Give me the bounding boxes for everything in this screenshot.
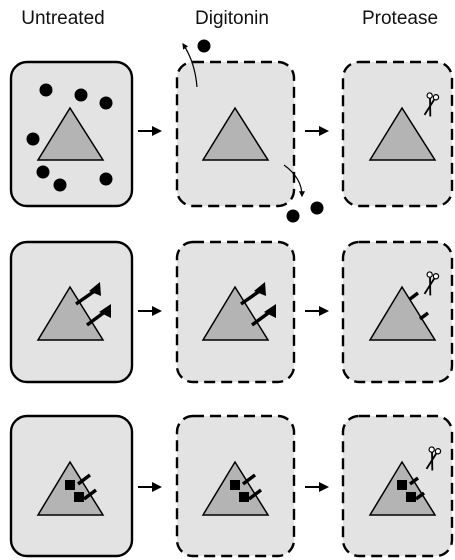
released-protein-dot xyxy=(198,40,211,53)
cytosolic-protein-dot xyxy=(100,173,113,186)
luminal-protein-square xyxy=(74,492,84,502)
cytosolic-protein-dot xyxy=(54,179,67,192)
luminal-protein-square xyxy=(239,492,249,502)
cytosolic-protein-dot xyxy=(75,89,88,102)
cytosolic-protein-dot xyxy=(100,97,113,110)
luminal-protein-square xyxy=(230,480,240,490)
row-2-untreated-cell xyxy=(11,242,132,382)
cytosolic-protein-dot xyxy=(37,166,50,179)
cytosolic-protein-dot xyxy=(40,84,53,97)
row-2-digitonin-cell xyxy=(177,242,294,382)
luminal-protein-square xyxy=(397,480,407,490)
row-3-protease-cell xyxy=(343,416,452,556)
row-1-untreated-cell xyxy=(11,62,132,206)
released-protein-dot xyxy=(287,210,300,223)
luminal-protein-square xyxy=(65,480,75,490)
luminal-protein-square xyxy=(406,492,416,502)
row-1-protease-cell xyxy=(343,62,452,206)
row-1-digitonin-cell xyxy=(177,40,324,223)
row-2-protease-cell xyxy=(343,242,452,382)
released-protein-dot xyxy=(311,202,324,215)
row-3-digitonin-cell xyxy=(177,416,294,556)
cytosolic-protein-dot xyxy=(27,133,40,146)
row-3-untreated-cell xyxy=(11,416,132,556)
